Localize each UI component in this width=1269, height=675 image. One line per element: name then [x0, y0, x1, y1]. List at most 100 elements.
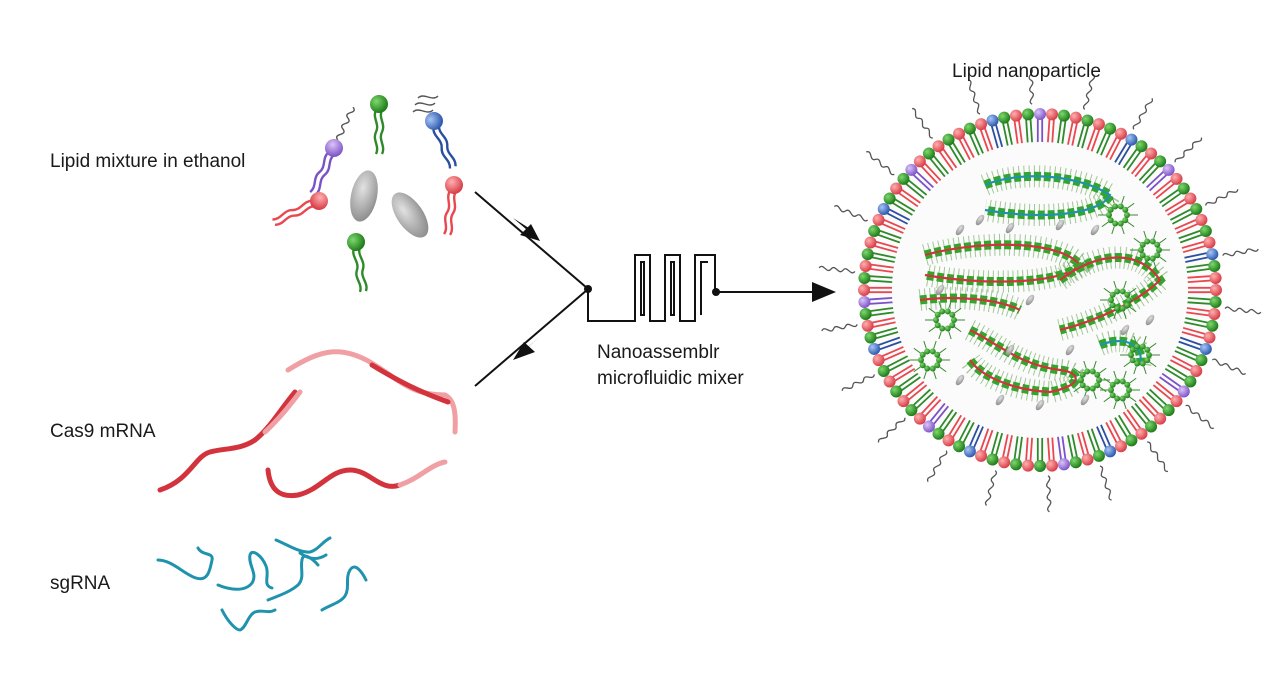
lipid-molecule-icon — [370, 95, 388, 155]
nanoparticle-label: Lipid nanoparticle — [952, 61, 1101, 82]
sgrna-strand — [274, 536, 332, 560]
inner-micelle — [1120, 335, 1160, 375]
membrane-lipid — [1105, 419, 1127, 453]
sgrna-strand — [216, 550, 274, 591]
membrane-lipid — [922, 147, 950, 178]
membrane-lipid — [1130, 402, 1158, 433]
peg-lipid-icon — [1222, 248, 1259, 257]
membrane-lipid — [905, 163, 934, 192]
sgrna-strand — [320, 565, 368, 612]
sgrna-strand — [220, 608, 277, 632]
cholesterol-icon — [1090, 224, 1100, 236]
membrane-lipid — [986, 114, 1004, 149]
membrane-lipid — [1184, 317, 1219, 332]
inner-micelle — [925, 300, 965, 340]
inner-micelle — [1070, 360, 1110, 400]
peg-lipid-icon — [984, 470, 998, 506]
membrane-lipid — [872, 346, 906, 367]
membrane-lipid — [1114, 414, 1138, 447]
peg-lipid-icon — [833, 205, 869, 222]
peg-lipid-icon — [1132, 97, 1154, 130]
encapsulated-rna — [1059, 256, 1162, 332]
peg-lipid-icon — [865, 151, 895, 176]
inner-micelle — [910, 340, 950, 380]
membrane-lipid — [998, 434, 1013, 469]
cholesterol-icon — [1025, 294, 1035, 306]
membrane-lipid — [868, 336, 902, 355]
membrane-lipid — [1181, 326, 1216, 344]
cholesterol-icon — [1065, 344, 1075, 356]
flow-arrows — [474, 191, 592, 387]
membrane-lipid — [1146, 388, 1175, 417]
mrna-strand — [369, 362, 451, 405]
lipid-molecule-icon — [425, 112, 457, 169]
membrane-lipid — [942, 133, 966, 166]
membrane-lipid — [1122, 140, 1148, 171]
membrane-lipid — [975, 428, 994, 462]
inner-micelle — [1098, 195, 1138, 235]
cas9-mrna-group — [157, 349, 458, 499]
membrane-lipid — [1057, 436, 1070, 471]
peg-lipid-icon — [412, 95, 439, 113]
membrane-lipid — [1086, 428, 1105, 462]
membrane-lipid — [1105, 127, 1127, 161]
sgrna-label: sgRNA — [50, 573, 111, 594]
membrane-lipid — [1184, 248, 1219, 263]
membrane-lipid — [953, 127, 975, 161]
lnp-core — [862, 112, 1218, 468]
flow-arrow-icon — [474, 191, 588, 289]
cholesterol-icon — [1005, 344, 1015, 356]
membrane-lipid — [963, 424, 984, 458]
membrane-lipid — [1046, 108, 1059, 143]
membrane-lipid — [1057, 109, 1070, 144]
membrane-lipid — [1178, 336, 1212, 355]
membrane-lipid — [890, 372, 921, 398]
membrane-lipid — [883, 192, 916, 216]
encapsulated-rna — [919, 296, 1021, 311]
membrane-lipid — [986, 431, 1004, 466]
cholesterol-icon — [1055, 219, 1065, 231]
membrane-lipid — [1187, 271, 1222, 284]
cholesterol-icon — [1035, 399, 1045, 411]
membrane-lipid — [872, 213, 906, 234]
peg-lipid-icon — [1082, 74, 1096, 110]
membrane-lipid — [1046, 437, 1059, 472]
peg-lipid-icon — [1185, 404, 1215, 429]
flow-arrow-icon — [474, 289, 588, 387]
membrane-lipid — [1164, 192, 1197, 216]
membrane-lipid — [1169, 203, 1203, 225]
membrane-lipid — [864, 326, 899, 344]
membrane-lipid — [922, 402, 950, 433]
peg-lipid-icon — [1147, 441, 1168, 473]
membrane-lipid — [1187, 296, 1222, 309]
membrane-lipid — [905, 388, 934, 417]
mrna-strand — [265, 467, 403, 499]
membrane-lipid — [1114, 133, 1138, 166]
cholesterol-icon — [935, 284, 945, 296]
membrane-lipid — [1138, 396, 1167, 425]
peg-lipid-icon — [1099, 465, 1112, 501]
peg-lipid-icon — [821, 323, 858, 332]
peg-lipid-icon — [1205, 189, 1239, 206]
peg-lipid-icon — [818, 265, 856, 274]
membrane-lipid — [953, 419, 975, 453]
peg-lipid-icon — [912, 107, 933, 139]
membrane-lipid — [1159, 372, 1190, 398]
membrane-lipid — [1188, 284, 1222, 296]
peg-lipid-icon — [841, 374, 875, 391]
microfluidic-channel-icon — [587, 254, 836, 322]
membrane-lipid — [877, 203, 911, 225]
lipid-mixture-group — [272, 95, 463, 293]
membrane-lipid — [1130, 147, 1158, 178]
peg-lipid-icon — [1224, 306, 1262, 315]
membrane-lipid — [1086, 118, 1105, 152]
membrane-lipid — [861, 248, 896, 263]
membrane-lipid — [897, 380, 928, 408]
mrna-strand — [262, 389, 303, 435]
lipid-molecule-icon — [443, 176, 463, 236]
membrane-lipid — [883, 364, 916, 388]
sgrna-strand — [266, 554, 320, 602]
cholesterol-icon — [391, 192, 429, 238]
peg-lipid-icon — [1211, 358, 1247, 375]
